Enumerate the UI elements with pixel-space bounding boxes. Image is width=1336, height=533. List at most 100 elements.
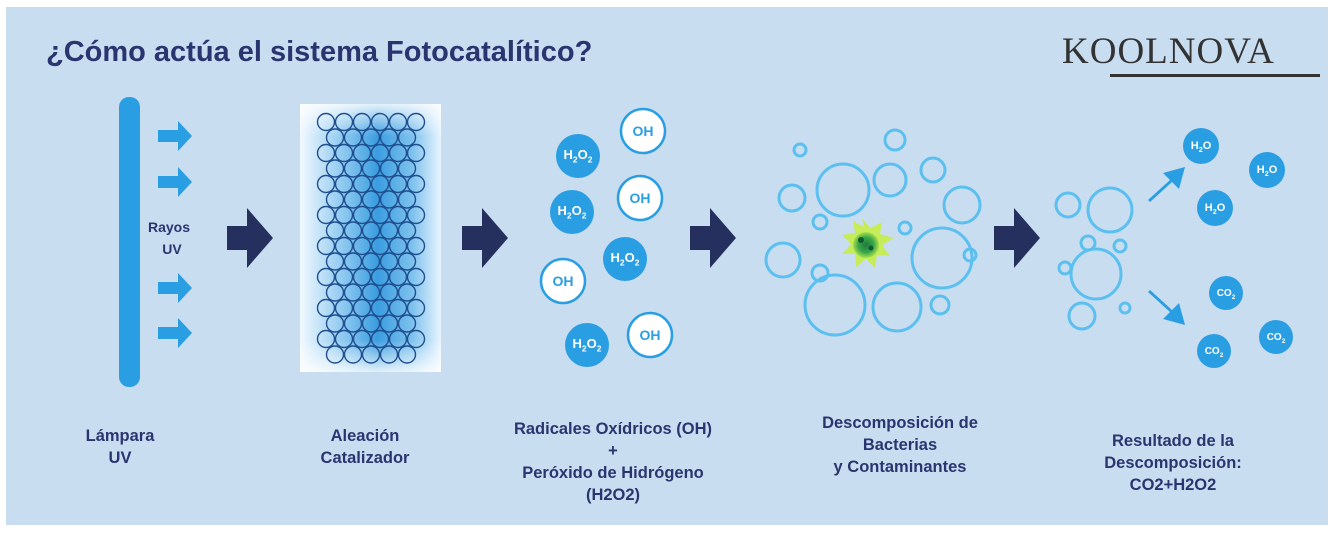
catalyst-cell: [406, 143, 426, 163]
bubble: [792, 142, 808, 158]
catalyst-cell: [370, 298, 390, 318]
catalyst-cell: [388, 267, 408, 287]
catalyst-cell: [352, 112, 372, 132]
catalyst-cell: [325, 252, 345, 271]
catalyst-cell: [370, 205, 390, 225]
catalyst-cell: [334, 143, 354, 163]
uv-ray-arrow-icon: [158, 121, 192, 151]
catalyst-cell: [361, 283, 381, 302]
catalyst-cell: [325, 314, 345, 333]
bubble: [764, 241, 802, 279]
catalyst-cell: [370, 267, 390, 287]
catalyst-cell: [352, 267, 372, 287]
process-arrow-icon: [994, 208, 1040, 268]
catalyst-cell: [325, 128, 345, 147]
bubble: [919, 156, 947, 184]
catalyst-cell: [406, 267, 426, 287]
catalyst-cell: [379, 314, 399, 333]
oh-radical: OH: [539, 257, 587, 305]
catalyst-cell: [361, 252, 381, 271]
h2o2-molecule: H2O2: [603, 237, 647, 281]
caption-line: y Contaminantes: [833, 458, 967, 476]
catalyst-cell: [406, 329, 426, 349]
decomposition-bubbles: [764, 128, 982, 337]
catalyst-cell: [352, 143, 372, 163]
catalyst-cell: [379, 221, 399, 240]
h2o-molecule: H2O: [1183, 128, 1219, 164]
svg-text:H2O: H2O: [1205, 202, 1226, 216]
bubble: [1086, 186, 1134, 234]
svg-text:CO2: CO2: [1217, 288, 1236, 301]
caption-line: Radicales Oxídricos (OH): [513, 420, 713, 438]
h2o-molecule: H2O: [1249, 152, 1285, 188]
catalyst-cell: [334, 236, 354, 256]
catalyst-cell: [370, 174, 390, 194]
catalyst-cell: [334, 267, 354, 287]
bubble: [1118, 301, 1132, 315]
catalyst-cell: [397, 314, 417, 333]
catalyst-cell: [325, 190, 345, 209]
bubble: [803, 273, 867, 337]
bubble: [929, 294, 951, 316]
catalyst-cell: [370, 112, 390, 132]
caption-line: Aleación: [330, 427, 400, 445]
uv-ray-arrow-icon: [158, 273, 192, 303]
svg-text:OH: OH: [640, 327, 661, 343]
catalyst-cell: [397, 159, 417, 178]
catalyst-cell: [397, 190, 417, 209]
catalyst-cell: [379, 252, 399, 271]
bubble: [910, 226, 974, 290]
caption-line: Descomposición de: [822, 414, 978, 432]
result-arrows: [1148, 167, 1185, 325]
catalyst-cell: [406, 298, 426, 318]
oh-radical: OH: [626, 311, 674, 359]
catalyst-cell: [370, 143, 390, 163]
arrow-up-right-icon: [1148, 167, 1185, 202]
catalyst-cell: [397, 128, 417, 147]
catalyst-cell: [370, 329, 390, 349]
step-caption-radicals: Radicales Oxídricos (OH) + Peróxido de H…: [468, 418, 758, 506]
catalyst-cell: [343, 221, 363, 240]
catalyst-cell: [361, 221, 381, 240]
catalyst-cell: [379, 345, 399, 364]
catalyst-cell: [343, 128, 363, 147]
catalyst-cell: [388, 298, 408, 318]
catalyst-cell: [352, 329, 372, 349]
catalyst-cell: [379, 159, 399, 178]
bubble: [1054, 191, 1082, 219]
svg-text:H2O2: H2O2: [573, 336, 602, 354]
brand-logo: KOOLNOVA: [1062, 31, 1275, 72]
h2o2-molecule: H2O2: [556, 134, 600, 178]
catalyst-cell: [406, 236, 426, 256]
catalyst-cell: [316, 143, 336, 163]
page-title: ¿Cómo actúa el sistema Fotocatalítico?: [46, 36, 593, 68]
step-caption-result: Resultado de la Descomposición: CO2+H2O2: [1058, 430, 1288, 496]
step-caption-catalyst: Aleación Catalizador: [300, 425, 430, 469]
bubble: [810, 263, 830, 283]
catalyst-cell: [388, 174, 408, 194]
caption-line: UV: [108, 449, 132, 467]
catalyst-cell: [334, 298, 354, 318]
catalyst-cell: [352, 205, 372, 225]
process-arrows: [227, 208, 1040, 268]
catalyst-cell: [334, 329, 354, 349]
catalyst-cell: [352, 236, 372, 256]
catalyst-cylinder: [300, 104, 441, 372]
catalyst-cell: [397, 221, 417, 240]
co2-molecule: CO2: [1197, 334, 1231, 368]
step-caption-lamp: Lámpara UV: [55, 425, 185, 469]
oh-radical: OH: [619, 107, 667, 155]
svg-text:OH: OH: [553, 273, 574, 289]
svg-text:OH: OH: [633, 123, 654, 139]
catalyst-cell: [370, 236, 390, 256]
bubble: [811, 213, 829, 231]
co2-molecule: CO2: [1259, 320, 1293, 354]
svg-text:CO2: CO2: [1205, 346, 1224, 359]
catalyst-cell: [379, 283, 399, 302]
bubble: [1069, 247, 1123, 301]
caption-line: Bacterias: [862, 436, 938, 454]
catalyst-cell: [343, 314, 363, 333]
bubble: [1112, 238, 1128, 254]
caption-line: Peróxido de Hidrógeno: [522, 464, 704, 482]
co2-molecule: CO2: [1209, 276, 1243, 310]
